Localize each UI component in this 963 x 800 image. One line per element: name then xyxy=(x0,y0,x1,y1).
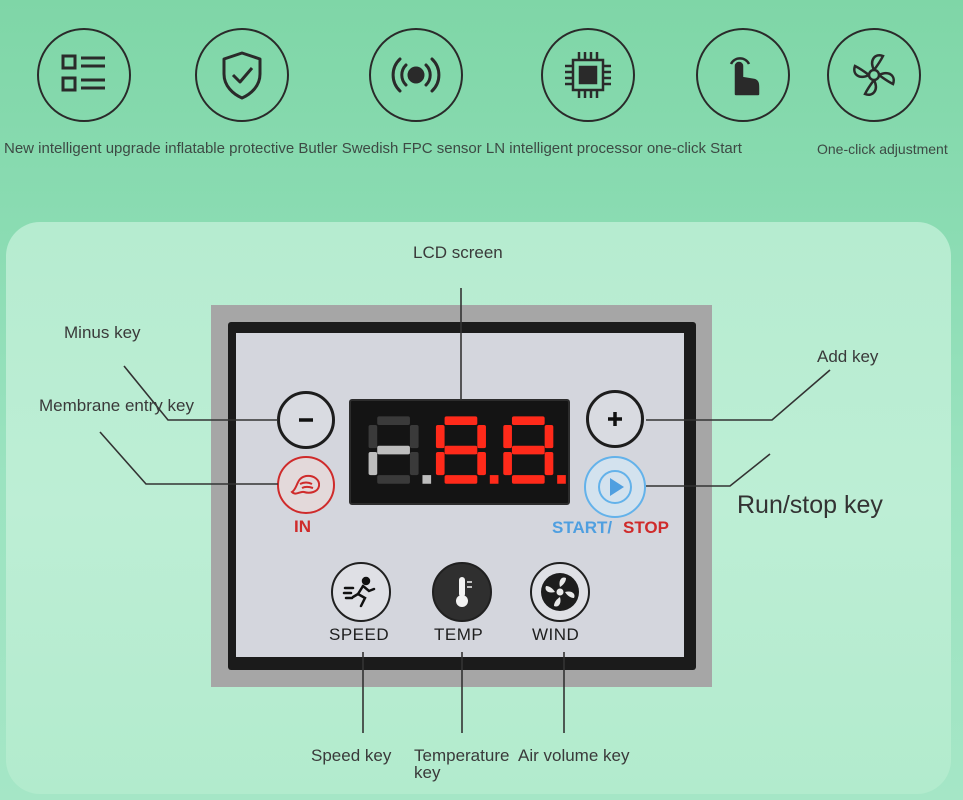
lcd-segment xyxy=(511,416,545,426)
lcd-decimal-point xyxy=(422,475,432,484)
lcd-decimal-point xyxy=(557,475,566,484)
membrane-entry-button[interactable] xyxy=(277,456,335,514)
lcd-segment xyxy=(444,445,478,455)
in-label: IN xyxy=(294,517,311,536)
plus-icon xyxy=(608,412,622,426)
signal-sensor-icon xyxy=(369,28,463,122)
wind-label: WIND xyxy=(532,625,580,644)
lcd-segment xyxy=(544,452,554,476)
lcd-segment xyxy=(377,445,410,455)
play-icon xyxy=(598,470,632,504)
minus-key-callout: Minus key xyxy=(64,323,141,342)
minus-button[interactable] xyxy=(277,391,335,449)
start-label: START/ xyxy=(552,518,613,537)
membrane-entry-callout: Membrane entry key xyxy=(39,396,194,415)
lcd-segment xyxy=(477,452,486,476)
lcd-segment xyxy=(377,475,410,484)
lcd-screen xyxy=(349,399,570,505)
lcd-segment xyxy=(377,416,410,426)
lcd-screen-callout: LCD screen xyxy=(413,243,503,262)
processor-chip-icon xyxy=(541,28,635,122)
speed-key-callout: Speed key xyxy=(311,746,392,765)
lcd-segment xyxy=(368,425,378,449)
lcd-segment xyxy=(435,452,445,476)
shield-check-icon xyxy=(195,28,289,122)
lcd-segment xyxy=(511,475,545,484)
lcd-digit-3 xyxy=(503,416,566,484)
lcd-segment xyxy=(409,425,419,449)
running-man-icon xyxy=(342,576,376,608)
run-stop-button[interactable] xyxy=(584,456,646,518)
lcd-segment xyxy=(444,475,478,484)
lcd-segment xyxy=(503,452,512,476)
lcd-segment xyxy=(409,452,419,476)
membrane-hand-icon xyxy=(290,474,321,495)
add-button[interactable] xyxy=(586,390,644,448)
lcd-decimal-point xyxy=(489,475,499,484)
lcd-segment xyxy=(503,425,512,449)
speed-button[interactable] xyxy=(331,562,391,622)
feature-caption-one-click: One-click adjustment xyxy=(817,141,948,157)
checklist-icon xyxy=(37,28,131,122)
lcd-segment xyxy=(435,425,445,449)
lcd-digit-2 xyxy=(435,416,499,484)
thermometer-icon xyxy=(456,577,472,607)
lcd-segment xyxy=(477,425,486,449)
lcd-segment xyxy=(444,416,478,426)
lcd-segment xyxy=(511,445,545,455)
stop-label: STOP xyxy=(623,518,669,537)
feature-caption-long: New intelligent upgrade inflatable prote… xyxy=(4,140,742,157)
temp-label: TEMP xyxy=(434,625,484,644)
lcd-digit-1 xyxy=(368,416,432,484)
fan-swirl-icon xyxy=(827,28,921,122)
lcd-segment xyxy=(368,452,378,476)
run-stop-callout: Run/stop key xyxy=(737,491,883,519)
add-key-callout: Add key xyxy=(817,347,879,366)
touch-finger-icon xyxy=(696,28,790,122)
fan-icon xyxy=(541,573,579,611)
temperature-button[interactable] xyxy=(432,562,492,622)
air-volume-callout: Air volume key xyxy=(518,746,630,765)
wind-button[interactable] xyxy=(530,562,590,622)
lcd-digits xyxy=(368,416,566,484)
minus-icon xyxy=(299,418,313,422)
lcd-segment xyxy=(544,425,554,449)
speed-label: SPEED xyxy=(329,625,390,644)
temperature-key-callout: Temperature key xyxy=(414,746,510,782)
